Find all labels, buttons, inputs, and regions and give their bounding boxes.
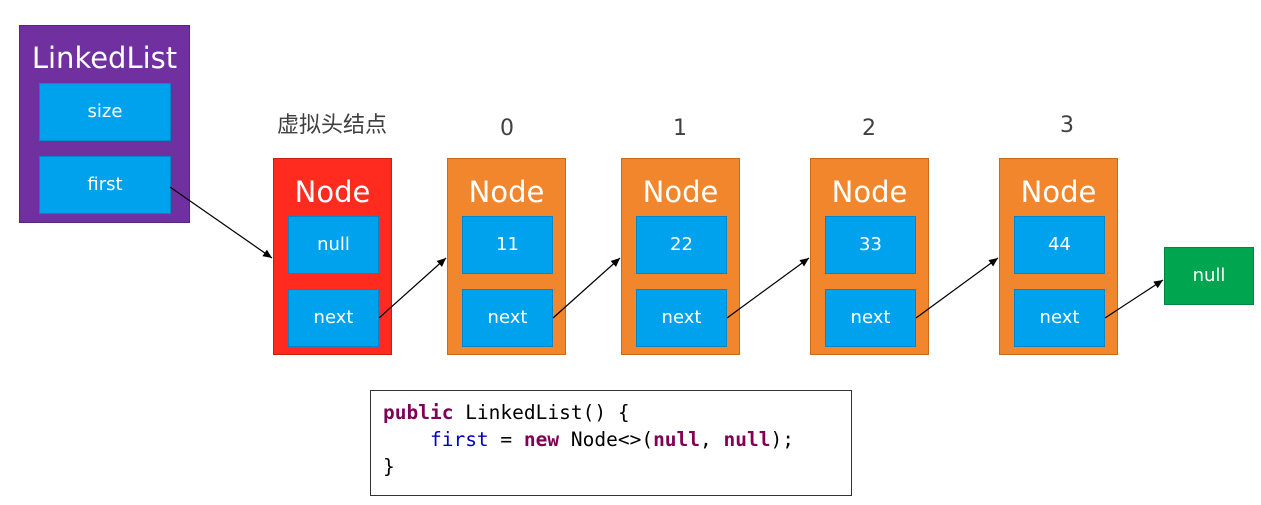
first-field: first	[39, 156, 171, 214]
node-next: next	[288, 289, 379, 347]
node-value: 44	[1014, 216, 1105, 274]
index-label-1: 1	[673, 116, 687, 141]
code-keyword: public	[383, 401, 454, 424]
code-text: =	[488, 428, 524, 451]
code-indent	[383, 428, 430, 451]
code-text: Node<>(	[559, 428, 654, 451]
linkedlist-title: LinkedList	[31, 41, 178, 75]
node-title: Node	[831, 175, 908, 209]
arrow-node3-to-null	[1104, 279, 1164, 319]
index-label-3: 3	[1060, 113, 1074, 138]
arrow-first-to-head	[169, 186, 273, 259]
node-1: Node 22 next	[621, 158, 740, 355]
node-next: next	[636, 289, 727, 347]
node-value: 11	[462, 216, 553, 274]
node-next: next	[825, 289, 916, 347]
node-title: Node	[468, 175, 545, 209]
arrow-node0-to-node1	[552, 257, 621, 319]
code-keyword: new	[523, 428, 560, 451]
node-title: Node	[642, 175, 719, 209]
size-field: size	[39, 83, 171, 141]
node-value: null	[288, 216, 379, 274]
dummy-head-label: 虚拟头结点	[276, 113, 387, 138]
null-terminal: null	[1164, 247, 1254, 305]
node-2: Node 33 next	[810, 158, 929, 355]
index-label-2: 2	[862, 116, 876, 141]
arrow-node1-to-node2	[726, 257, 810, 319]
code-text: LinkedList() {	[453, 401, 630, 424]
node-value: 22	[636, 216, 727, 274]
node-0: Node 11 next	[447, 158, 566, 355]
constructor-code: public LinkedList() { first = new Node<>…	[370, 390, 852, 496]
code-text: );	[770, 428, 794, 451]
arrow-node2-to-node3	[915, 257, 999, 319]
node-value: 33	[825, 216, 916, 274]
code-keyword: null	[653, 428, 701, 451]
node-title: Node	[1020, 175, 1097, 209]
node-next: next	[1014, 289, 1105, 347]
code-field: first	[429, 428, 489, 451]
linkedlist-object: LinkedList size first	[19, 25, 190, 223]
node-3: Node 44 next	[999, 158, 1118, 355]
node-dummy-head: Node null next	[273, 158, 392, 355]
code-text: ,	[700, 428, 724, 451]
node-title: Node	[294, 175, 371, 209]
code-text: }	[383, 455, 395, 478]
index-label-0: 0	[500, 116, 514, 141]
node-next: next	[462, 289, 553, 347]
arrow-head-to-node0	[378, 257, 447, 319]
code-keyword: null	[723, 428, 771, 451]
